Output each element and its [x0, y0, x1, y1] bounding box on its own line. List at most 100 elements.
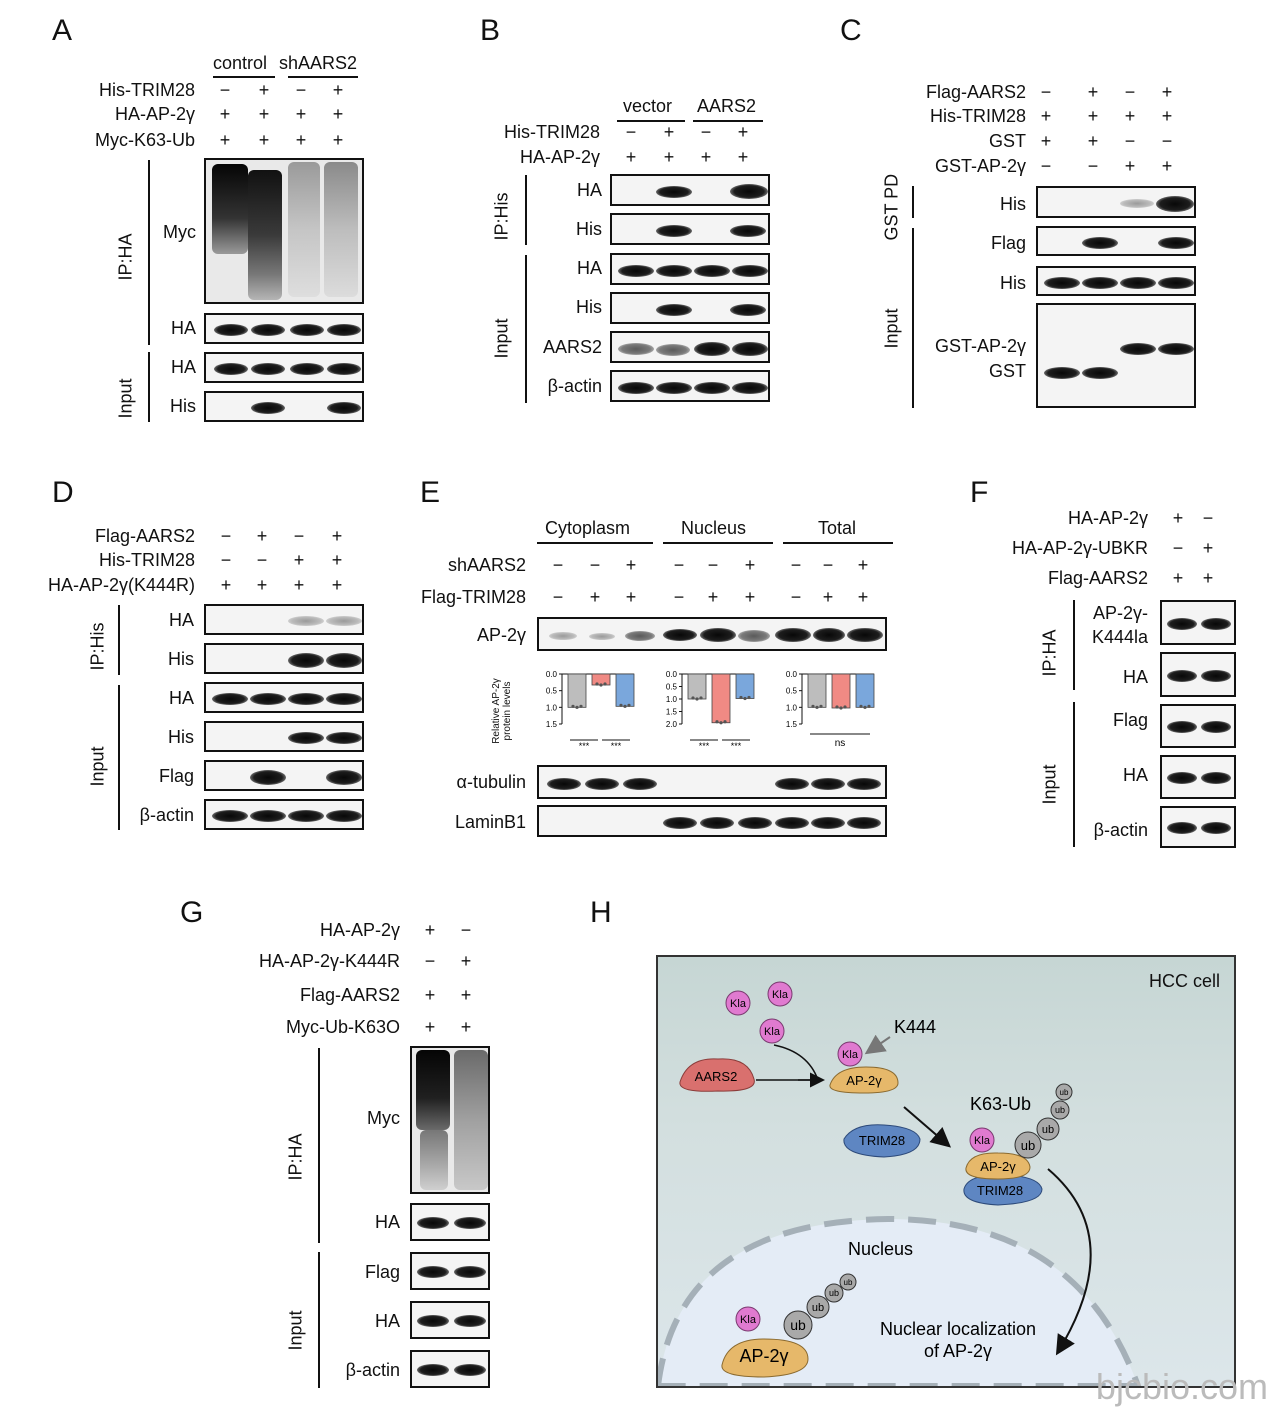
data-point [575, 705, 579, 709]
group-cytoplasm: Cytoplasm [545, 518, 631, 538]
blot-myc [410, 1046, 490, 1194]
svg-text:ub: ub [1042, 1124, 1054, 1136]
blot-ap2g-k444la [1160, 600, 1236, 645]
section-label-ip: IP:His [491, 192, 512, 241]
sign-cell: + [220, 575, 232, 595]
svg-text:ub: ub [812, 1302, 824, 1314]
sign-cell: + [295, 130, 307, 150]
blot-ap2g [537, 617, 887, 651]
blot-label: Myc [367, 1108, 400, 1128]
sig-label: *** [611, 741, 622, 751]
y-tick-label: 1.0 [666, 695, 678, 704]
sign-cell: − [1087, 156, 1099, 176]
panel-letter-h: H [590, 896, 612, 929]
section-bracket [912, 186, 914, 218]
kla-bound-2: Kla [969, 1127, 995, 1153]
data-point [595, 682, 599, 686]
bar [735, 673, 755, 699]
sign-cell: + [332, 104, 344, 124]
kla-bound-1: Kla [837, 1041, 863, 1067]
blot-beta-actin [204, 799, 364, 830]
data-point [599, 683, 603, 687]
data-point [859, 704, 863, 708]
bar-chart-nucleus: 0.00.51.01.52.0****** [666, 670, 755, 751]
row-label: Myc-Ub-K63O [285, 1017, 400, 1037]
sign-cell: + [707, 587, 719, 607]
sign-cell: − [219, 80, 231, 100]
blot-label: Flag [364, 1262, 400, 1282]
blot-his-input [1036, 266, 1196, 296]
row-label: Flag-AARS2 [299, 985, 400, 1005]
sign-cell: + [1172, 508, 1184, 528]
sign-cell: + [1161, 106, 1173, 126]
ap2g-protein-1 [829, 1066, 899, 1094]
data-point [819, 704, 823, 708]
blot-his-input [204, 721, 364, 752]
row-label: His-TRIM28 [929, 106, 1026, 126]
sign-cell: + [332, 130, 344, 150]
blot-flag [410, 1252, 490, 1290]
sign-cell: + [700, 147, 712, 167]
blot-label: His [1000, 194, 1026, 214]
sign-cell: + [1161, 156, 1173, 176]
bar [687, 673, 707, 700]
blot-aars2 [610, 331, 770, 363]
sign-cell: − [1202, 508, 1214, 528]
section-bracket [318, 1252, 320, 1388]
row-label: GST [988, 131, 1026, 151]
blot-flag [1160, 704, 1236, 748]
row-label: HA-AP-2γ [519, 147, 600, 167]
panel-letter-e: E [420, 476, 441, 509]
sig-label: *** [579, 741, 590, 751]
sign-cell: + [331, 575, 343, 595]
blot-label: β-actin [139, 805, 194, 825]
bar [711, 673, 731, 724]
blot-ha-input [410, 1301, 490, 1339]
section-bracket [148, 160, 150, 345]
sign-cell: + [1087, 82, 1099, 102]
section-bracket [912, 228, 914, 408]
data-point [619, 703, 623, 707]
sign-cell: − [790, 555, 802, 575]
sign-cell: + [331, 526, 343, 546]
data-point [739, 695, 743, 700]
blot-label: α-tubulin [456, 772, 526, 792]
chart-ylabel-line2: protein levels [502, 681, 513, 741]
sign-cell: − [552, 587, 564, 607]
data-point [695, 697, 699, 701]
blot-label: Myc [163, 222, 196, 242]
sign-cell: + [857, 555, 869, 575]
sign-cell: + [744, 587, 756, 607]
row-label: His-TRIM28 [98, 80, 195, 100]
blot-label: Flag [158, 766, 194, 786]
chart-ylabel: Relative AP-2γ protein levels [491, 661, 513, 761]
section-bracket [1073, 702, 1075, 847]
blot-his-input [610, 292, 770, 324]
sig-label: *** [731, 741, 742, 751]
y-tick-label: 0.5 [666, 683, 678, 692]
data-point [835, 705, 839, 709]
arrow-aars2 [756, 1044, 820, 1081]
section-label-input: Input [491, 318, 512, 359]
blot-label: Flag [1112, 710, 1148, 730]
data-point [623, 704, 627, 708]
blot-label: HA [374, 1311, 400, 1331]
nucleus-label: Nucleus [848, 1239, 913, 1259]
svg-text:ub: ub [1055, 1105, 1065, 1115]
group-nucleus: Nucleus [681, 518, 747, 538]
sign-cell: − [424, 951, 436, 971]
ap2g-label-2: AP-2γ [980, 1159, 1016, 1174]
section-label-ip: IP:His [87, 622, 108, 671]
sign-cell: + [744, 555, 756, 575]
svg-text:ub: ub [790, 1317, 806, 1333]
row-label: HA-AP-2γ(K444R) [47, 575, 195, 595]
blot-ha-input [204, 352, 364, 383]
sign-cell: + [1202, 568, 1214, 588]
bar-chart-cytoplasm: 0.00.51.01.5****** [546, 670, 635, 751]
data-point [843, 705, 847, 709]
blot-label: AP-2γ [476, 625, 526, 645]
blot-ha-ip [204, 313, 364, 344]
sign-cell: + [625, 587, 637, 607]
sign-cell: − [673, 555, 685, 575]
bar [615, 673, 635, 707]
